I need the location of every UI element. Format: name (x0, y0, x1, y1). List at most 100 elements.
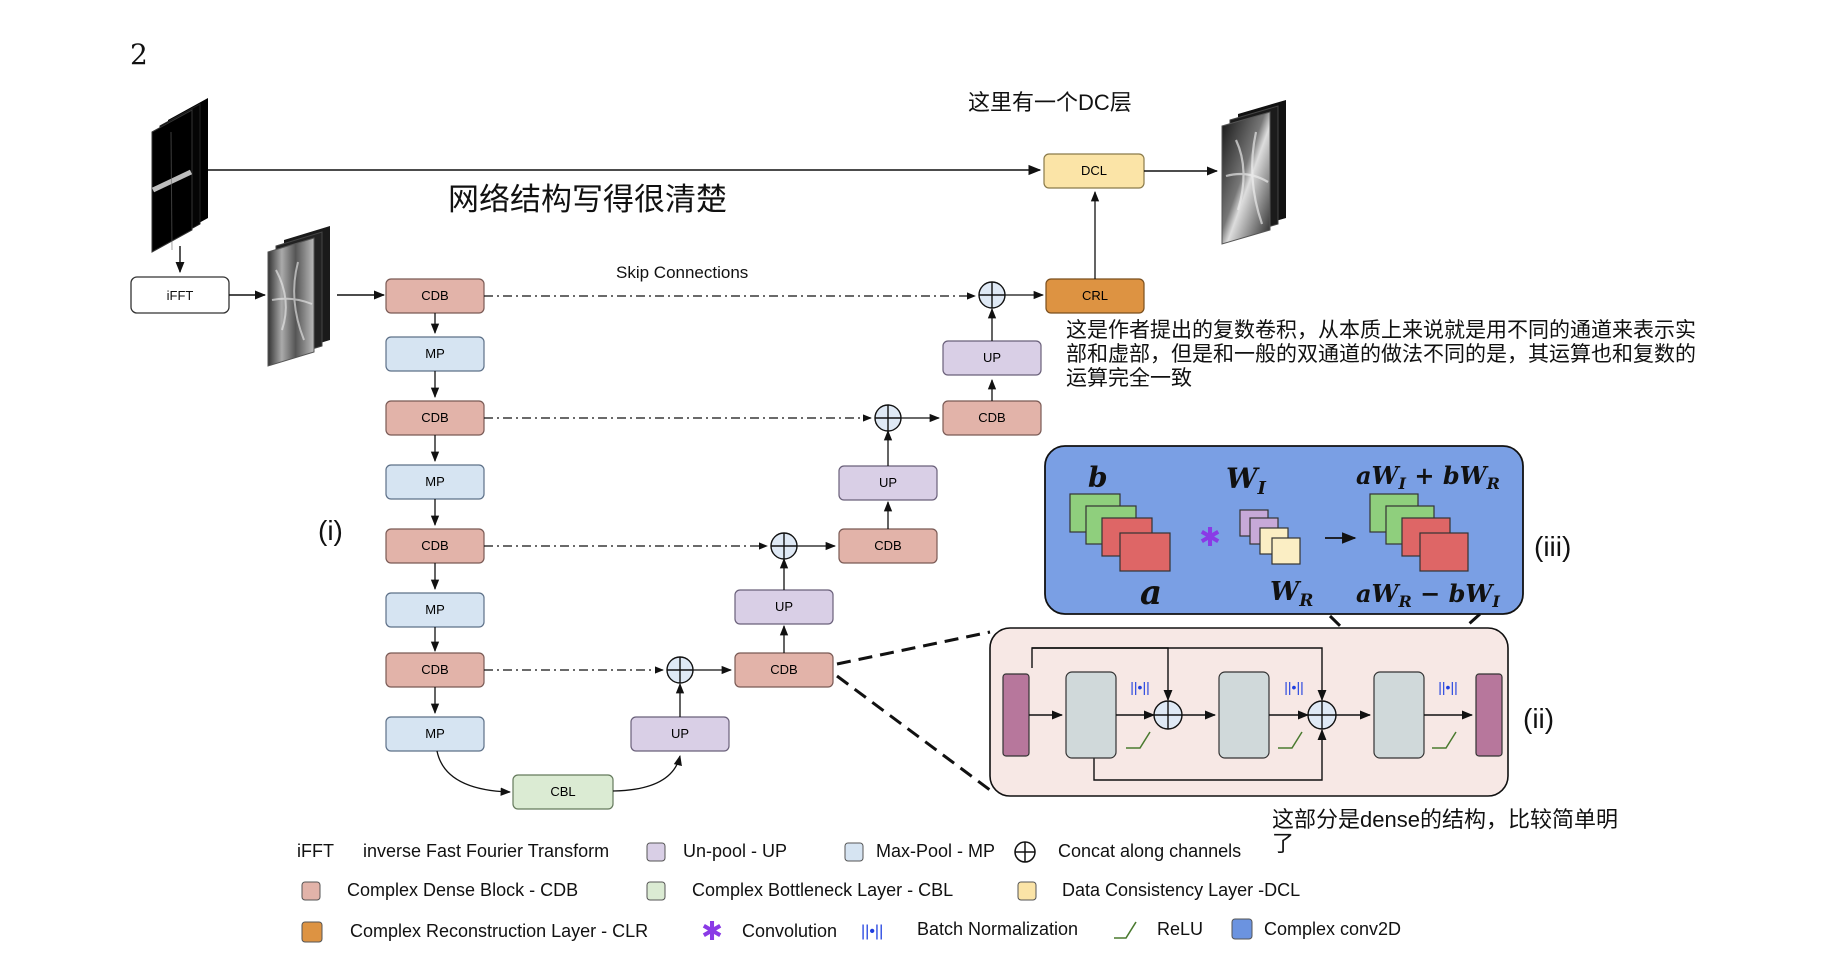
real-output-formula: aWR − bWI (1356, 579, 1500, 611)
up-block-4: UP (942, 340, 1042, 376)
cdb-label: CDB (874, 538, 901, 553)
dcl-block: DCL (1043, 153, 1145, 189)
relu-icon (1114, 921, 1137, 939)
batch-norm-icon: ||•|| (1284, 679, 1303, 695)
concat-node-2 (770, 532, 798, 560)
real-weight-label: WR (1270, 577, 1313, 611)
mp-label: MP (425, 474, 445, 489)
decoder-path: UP CDB UP CDB UP (630, 281, 1045, 752)
complex-conv-note-line-2: 部和虚部，但是和一般的双通道的做法不同的是，其运算也和复数的 (1066, 343, 1696, 366)
complex-conv-note-line-1: 这是作者提出的复数卷积，从本质上来说就是用不同的通道来表示实 (1066, 319, 1696, 342)
legend-swatch (1231, 918, 1253, 940)
dcl-label: DCL (1081, 163, 1107, 178)
up-label: UP (775, 599, 793, 614)
legend-label: Data Consistency Layer -DCL (1062, 880, 1300, 900)
imag-output-formula: aWI + bWR (1356, 461, 1500, 493)
up-block-3: UP (838, 465, 938, 501)
legend-label: Complex conv2D (1264, 919, 1401, 939)
crl-block: CRL (1045, 278, 1145, 314)
ifft-block: iFFT (130, 276, 230, 314)
imag-input-label: b (1088, 461, 1108, 494)
skip-connections-label: Skip Connections (616, 263, 748, 282)
page-number: 2 (130, 38, 148, 71)
dc-layer-note: 这里有一个DC层 (968, 90, 1132, 115)
cdb-block-5: CDB (734, 652, 834, 688)
legend-label: ReLU (1157, 919, 1203, 939)
up-label: UP (983, 350, 1001, 365)
legend-swatch (844, 842, 864, 862)
ifft-label: iFFT (167, 288, 194, 303)
convolution-star-icon: ✱ (1199, 522, 1221, 552)
legend-label: Convolution (742, 921, 837, 941)
structure-note: 网络结构写得很清楚 (448, 182, 727, 217)
panel-i-label: (i) (318, 515, 343, 546)
legend-swatch (301, 881, 321, 901)
relu-icon (1278, 731, 1303, 749)
panel-iii-label: (iii) (1534, 531, 1571, 562)
cbl-block: CBL (512, 774, 614, 810)
real-input-label: a (1140, 573, 1162, 613)
batch-norm-icon: ||•|| (1438, 679, 1457, 695)
mp-label: MP (425, 346, 445, 361)
cdb-block-7: CDB (942, 400, 1042, 436)
cdb-label: CDB (421, 288, 448, 303)
zero-filled-image (267, 226, 330, 367)
skip-connections (484, 292, 976, 674)
dense-input-layer (1002, 673, 1030, 757)
complex-conv-note: 这是作者提出的复数卷积，从本质上来说就是用不同的通道来表示实 部和虚部，但是和一… (1066, 319, 1696, 390)
cdb-block-6: CDB (838, 528, 938, 564)
output-feature-maps (1369, 493, 1469, 572)
input-feature-maps (1069, 493, 1171, 572)
cdb-label: CDB (978, 410, 1005, 425)
dense-conv-layer-2 (1218, 671, 1270, 759)
legend-item-cdb: Complex Dense Block - CDB (301, 880, 578, 901)
legend-label: Max-Pool - MP (876, 841, 995, 861)
legend-item-batch-norm: ||•|| Batch Normalization (861, 919, 1078, 940)
dense-concat-node-2 (1307, 700, 1337, 730)
legend-label: Batch Normalization (917, 919, 1078, 939)
kspace-input-image (151, 98, 208, 253)
up-block-1: UP (630, 716, 730, 752)
mp-to-cbl-arrow (436, 750, 512, 796)
legend-label: Complex Dense Block - CDB (347, 880, 578, 900)
legend-item-cbl: Complex Bottleneck Layer - CBL (646, 880, 953, 901)
cdb-block-2: CDB (385, 400, 485, 436)
legend-label: inverse Fast Fourier Transform (363, 841, 609, 861)
concat-node-3 (874, 404, 902, 432)
relu-icon (1432, 731, 1457, 749)
up-label: UP (671, 726, 689, 741)
legend-swatch (646, 842, 666, 862)
mp-label: MP (425, 602, 445, 617)
cdb-label: CDB (421, 410, 448, 425)
legend-symbol-ifft: iFFT (297, 841, 334, 861)
cdb-block-4: CDB (385, 652, 485, 688)
up-label: UP (879, 475, 897, 490)
mp-block-3: MP (385, 592, 485, 628)
mp-label: MP (425, 726, 445, 741)
dense-conv-layer-3 (1373, 671, 1425, 759)
cdb-label: CDB (421, 662, 448, 677)
mp-block-1: MP (385, 336, 485, 372)
up-block-2: UP (734, 589, 834, 625)
legend-item-complex-conv2d: Complex conv2D (1231, 918, 1401, 940)
legend-item-relu: ReLU (1114, 919, 1203, 939)
cdb-label: CDB (770, 662, 797, 677)
legend-item-dcl: Data Consistency Layer -DCL (1017, 880, 1300, 901)
legend-label: Concat along channels (1058, 841, 1241, 861)
dense-note-line-2: 了 (1272, 831, 1294, 856)
mp-block-4: MP (385, 716, 485, 752)
batch-norm-icon: ||•|| (861, 923, 883, 940)
legend-swatch (301, 921, 323, 943)
legend-item-ifft: iFFT inverse Fast Fourier Transform (297, 841, 609, 861)
legend-label: Complex Bottleneck Layer - CBL (692, 880, 953, 900)
cbl-label: CBL (550, 784, 575, 799)
complex-conv-panel: b a ✱ WI WR aWI + bWR aWR − bWI (1044, 445, 1524, 615)
legend-item-convolution: ✱ Convolution (701, 916, 837, 946)
crl-label: CRL (1082, 288, 1108, 303)
cdb-block-3: CDB (385, 528, 485, 564)
convolution-star-icon: ✱ (701, 916, 723, 946)
legend-item-up: Un-pool - UP (646, 841, 787, 862)
reconstructed-output-image (1221, 100, 1286, 245)
legend-swatch (646, 881, 666, 901)
encoder-path: CDB MP CDB MP CDB MP CDB (385, 278, 485, 752)
